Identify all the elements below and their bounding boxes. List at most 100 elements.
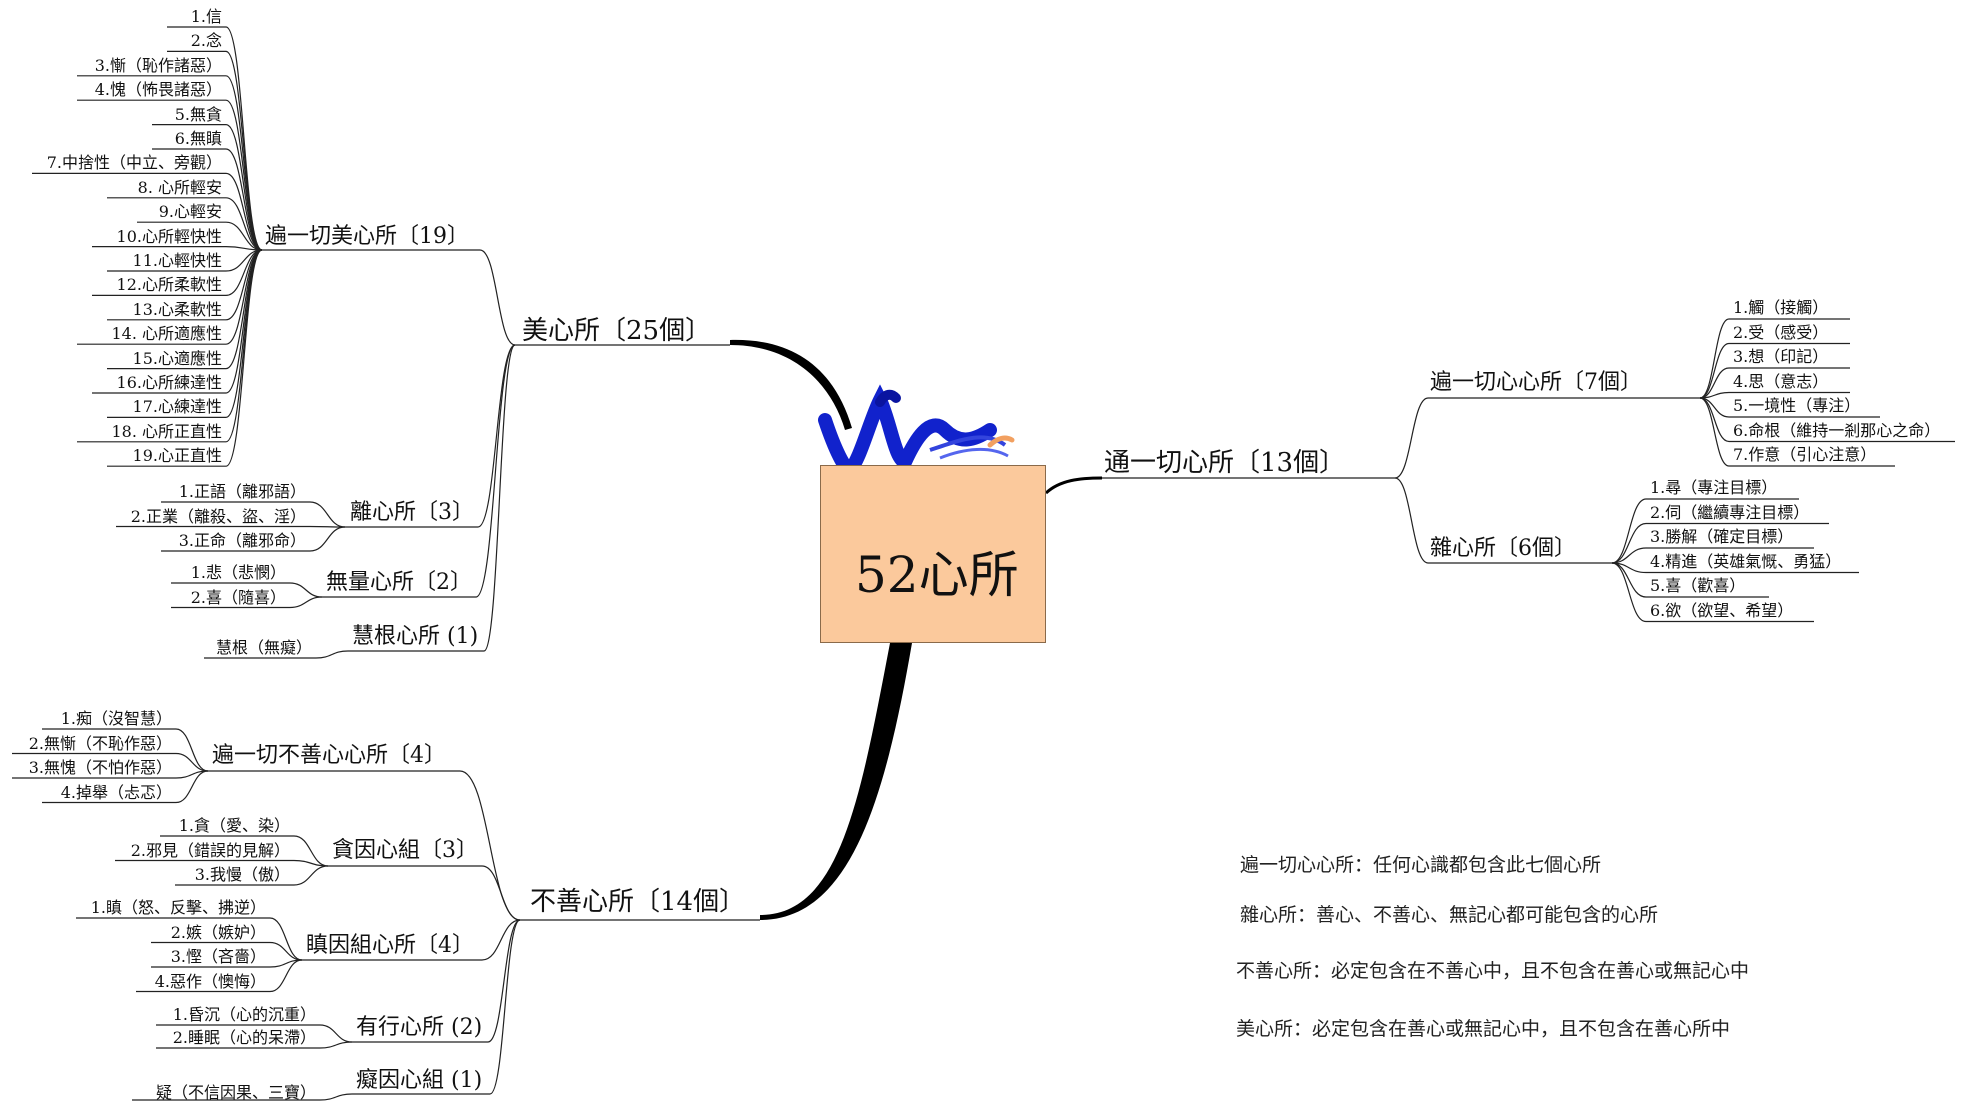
group-wisdom: 慧根心所 (1): [352, 624, 479, 649]
note-unwholesome: 不善心所：必定包含在不善心中，且不包含在善心或無記心中: [1236, 960, 1750, 982]
group-connector: [487, 919, 521, 1043]
leaf-item: 慧根（無癡）: [215, 638, 312, 657]
main-branch-beautiful: [730, 339, 852, 430]
leaf-connector: [225, 26, 263, 251]
group-connector: [481, 865, 521, 921]
leaf-connector: [1699, 318, 1730, 399]
leaf-connector: [225, 99, 263, 251]
leaf-item: 7.作意（引心注意）: [1733, 445, 1877, 464]
leaf-connector: [293, 835, 329, 867]
leaf-connector: [175, 770, 209, 804]
leaf-item: 3.慚（恥作諸惡）: [94, 55, 222, 75]
leaf-item: 5.喜（歡喜）: [1650, 576, 1746, 595]
leaf-item: 10.心所輕快性: [116, 226, 222, 246]
leaf-item: 1.信: [190, 7, 222, 26]
leaf-item: 4.惡作（懊悔）: [154, 971, 266, 991]
leaf-item: 14. 心所適應性: [111, 324, 222, 344]
group-connector: [483, 344, 516, 652]
note-beautiful: 美心所：必定包含在善心或無記心中，且不包含在善心所中: [1236, 1018, 1731, 1040]
group-abstinences: 離心所〔3〕: [350, 500, 474, 525]
group-connector: [1394, 397, 1429, 479]
leaf-item: 4.掉舉（忐忑）: [60, 782, 172, 802]
center-node: [820, 465, 1046, 643]
leaf-connector: [269, 959, 303, 993]
leaf-item: 4.精進（英雄氣慨、勇猛）: [1650, 551, 1842, 571]
branch-unwholesome: 不善心所〔14個〕: [530, 887, 746, 917]
leaf-item: 3.我慢（傲）: [194, 865, 290, 884]
leaf-item: 18. 心所正直性: [111, 421, 222, 441]
leaf-item: 17.心練達性: [132, 397, 222, 417]
leaf-connector: [1611, 547, 1647, 564]
group-delusion: 癡因心組 (1): [356, 1068, 483, 1093]
group-connector: [489, 919, 521, 1095]
note-occasional: 雜心所：善心、不善心、無記心都可能包含的心所: [1240, 904, 1659, 926]
leaf-item: 12.心所柔軟性: [116, 275, 222, 295]
leaf-item: 1.昏沉（心的沉重）: [172, 1005, 316, 1024]
leaf-connector: [225, 197, 263, 251]
group-universal-unwholesome: 遍一切不善心心所〔4〕: [212, 743, 446, 768]
leaf-item: 2.嫉（嫉妒）: [170, 922, 266, 942]
leaf-item: 11.心輕快性: [132, 251, 222, 270]
leaf-item: 1.觸（接觸）: [1733, 298, 1829, 317]
leaf-connector: [1611, 562, 1647, 623]
group-greed: 貪因心組〔3〕: [332, 838, 478, 863]
leaf-connector: [1611, 522, 1647, 564]
leaf-item: 4.愧（怖畏諸惡）: [94, 80, 222, 100]
leaf-item: 1.尋（專注目標）: [1650, 478, 1778, 497]
leaf-connector: [225, 124, 263, 251]
leaf-item: 2.無慚（不恥作惡）: [28, 733, 172, 753]
group-occasional: 雜心所〔6個〕: [1430, 536, 1576, 561]
leaf-connector: [225, 249, 263, 418]
leaf-connector: [1699, 397, 1730, 443]
leaf-connector: [319, 1041, 353, 1049]
leaf-item: 2.邪見（錯誤的見解）: [130, 840, 290, 860]
group-connector: [475, 344, 516, 598]
leaf-connector: [289, 582, 323, 598]
note-universal: 遍一切心心所：任何心識都包含此七個心所: [1240, 854, 1602, 876]
leaf-connector: [269, 917, 303, 961]
leaf-item: 6.欲（欲望、希望）: [1650, 600, 1794, 620]
leaf-connector: [175, 728, 209, 772]
group-hatred: 瞋因組心所〔4〕: [306, 933, 474, 958]
leaf-connector: [293, 865, 329, 886]
group-connector: [481, 919, 521, 961]
group-connector: [479, 249, 516, 346]
leaf-item: 2.正業（離殺、盜、淫）: [130, 506, 306, 526]
leaf-item: 2.喜（隨喜）: [190, 587, 286, 607]
main-branch-unwholesome: [760, 643, 912, 920]
leaf-connector: [225, 221, 263, 251]
leaf-item: 9.心輕安: [158, 202, 222, 222]
leaf-item: 疑（不信因果、三寶）: [155, 1083, 316, 1102]
leaf-item: 3.想（印記）: [1733, 347, 1829, 366]
branch-ethically-variable: 通一切心所〔13個〕: [1104, 448, 1346, 478]
leaf-item: 19.心正直性: [132, 446, 222, 466]
group-universal-beautiful: 遍一切美心所〔19〕: [265, 224, 469, 249]
leaf-item: 13.心柔軟性: [132, 299, 222, 319]
leaf-item: 3.正命（離邪命）: [178, 531, 306, 550]
brush-logo-icon: [818, 384, 1015, 478]
leaf-connector: [319, 1093, 353, 1101]
group-illimitables: 無量心所〔2〕: [326, 570, 472, 595]
leaf-connector: [269, 941, 303, 961]
main-branch-variable: [1044, 476, 1103, 495]
leaf-connector: [1699, 397, 1730, 467]
group-connector: [1394, 477, 1429, 564]
leaf-item: 2.受（感受）: [1733, 322, 1829, 342]
leaf-item: 5.一境性（專注）: [1733, 396, 1861, 415]
leaf-item: 16.心所練達性: [116, 373, 222, 392]
leaf-connector: [293, 859, 329, 867]
leaf-connector: [225, 148, 263, 251]
group-sloth: 有行心所 (2): [356, 1015, 483, 1040]
leaf-connector: [175, 752, 209, 772]
leaf-connector: [319, 1024, 353, 1043]
leaf-item: 2.睡眠（心的呆滯）: [172, 1028, 316, 1047]
leaf-item: 7.中捨性（中立、旁觀）: [46, 153, 222, 173]
leaf-item: 1.瞋（怒、反擊、拂逆）: [90, 898, 266, 917]
branch-beautiful: 美心所〔25個〕: [522, 316, 712, 346]
leaf-connector: [225, 249, 263, 467]
leaf-connector: [309, 525, 346, 528]
leaf-item: 8. 心所輕安: [137, 177, 222, 197]
leaf-item: 3.慳（吝嗇）: [170, 947, 266, 966]
leaf-connector: [225, 249, 263, 443]
leaf-connector: [1699, 342, 1730, 399]
